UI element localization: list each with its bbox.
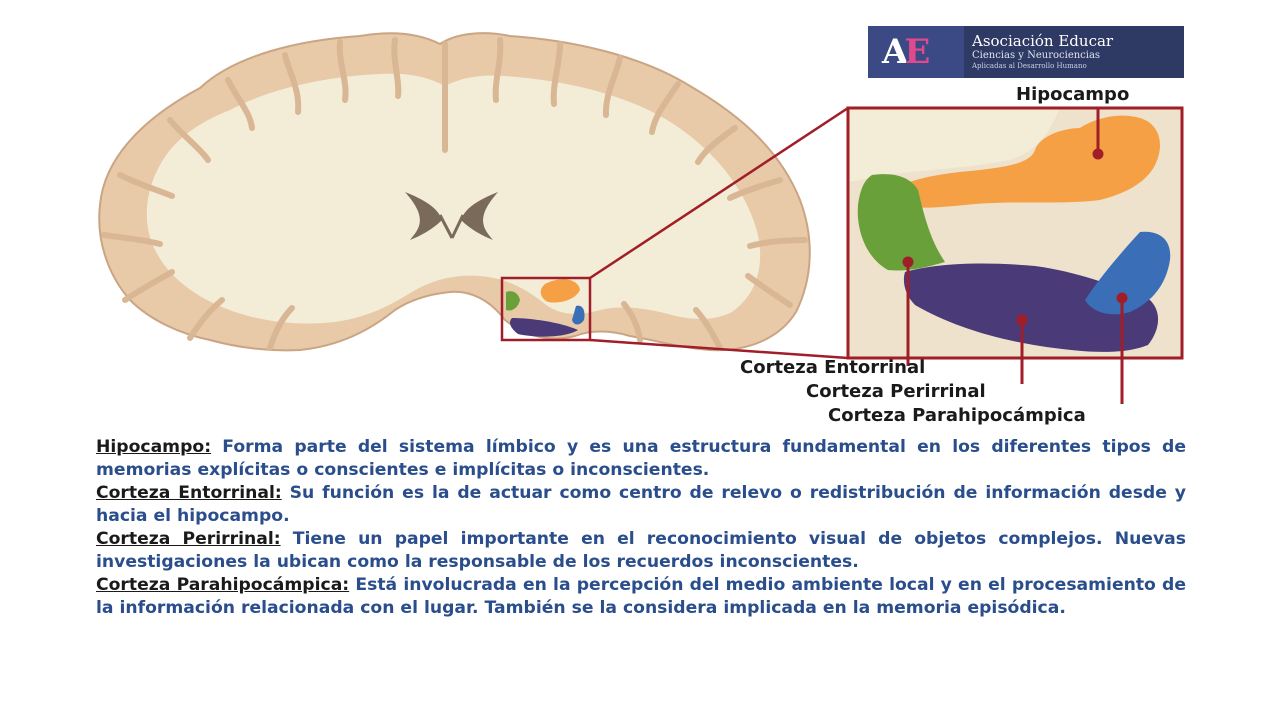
inset-entorrinal bbox=[857, 174, 945, 271]
inset-white-matter bbox=[848, 108, 1060, 182]
descriptions-block: Hipocampo: Forma parte del sistema límbi… bbox=[96, 436, 1186, 620]
lateral-ventricle-left bbox=[405, 192, 442, 240]
brain-sulci bbox=[101, 37, 808, 351]
text-hipocampo: Forma parte del sistema límbico y es una… bbox=[96, 437, 1186, 480]
inset-hipocampo bbox=[890, 115, 1160, 208]
ae-mark-text: AE bbox=[882, 32, 930, 72]
description-hipocampo: Hipocampo: Forma parte del sistema límbi… bbox=[96, 436, 1186, 482]
inset-perirrinal bbox=[903, 263, 1159, 352]
description-perirrinal: Corteza Perirrinal: Tiene un papel impor… bbox=[96, 528, 1186, 574]
zoom-inset bbox=[846, 106, 1184, 360]
zoom-connector-lines bbox=[589, 106, 849, 360]
brain-white-matter bbox=[146, 73, 761, 324]
text-entorrinal: Su función es la de actuar como centro d… bbox=[96, 483, 1187, 526]
label-corteza-parahipocampica: Corteza Parahipocámpica bbox=[828, 405, 1086, 426]
ae-logo-mark: AE bbox=[868, 26, 964, 78]
text-parahipocampica: Está involucrada en la percepción del me… bbox=[96, 575, 1187, 618]
zoom-box-large bbox=[846, 106, 1184, 360]
term-hipocampo: Hipocampo: bbox=[96, 437, 212, 457]
brain-diagram bbox=[98, 32, 1184, 404]
zoom-box-small bbox=[500, 276, 592, 342]
hippocampal-region-small bbox=[506, 279, 585, 337]
logo-tagline: Aplicadas al Desarrollo Humano bbox=[972, 62, 1087, 70]
label-corteza-perirrinal: Corteza Perirrinal bbox=[806, 381, 986, 402]
term-parahipocampica: Corteza Parahipocámpica: bbox=[96, 575, 350, 595]
description-parahipocampica: Corteza Parahipocámpica: Está involucrad… bbox=[96, 574, 1186, 620]
term-perirrinal: Corteza Perirrinal: bbox=[96, 529, 281, 549]
label-corteza-entorrinal: Corteza Entorrinal bbox=[740, 357, 926, 378]
septum bbox=[438, 214, 465, 239]
term-entorrinal: Corteza Entorrinal: bbox=[96, 483, 282, 503]
inset-parahipocampica bbox=[1085, 231, 1171, 315]
text-perirrinal: Tiene un papel importante en el reconoci… bbox=[96, 529, 1187, 572]
logo-subtitle: Ciencias y Neurociencias bbox=[972, 50, 1101, 61]
brain-coronal-section bbox=[98, 32, 811, 352]
logo-title: Asociación Educar bbox=[972, 32, 1114, 50]
description-entorrinal: Corteza Entorrinal: Su función es la de … bbox=[96, 482, 1186, 528]
label-pointers bbox=[902, 108, 1128, 404]
lateral-ventricle-right bbox=[461, 192, 498, 240]
label-hipocampo: Hipocampo bbox=[1016, 84, 1130, 105]
logo-text-block: Asociación Educar Ciencias y Neurocienci… bbox=[964, 33, 1113, 71]
asociacion-educar-logo: AE Asociación Educar Ciencias y Neurocie… bbox=[868, 26, 1184, 78]
